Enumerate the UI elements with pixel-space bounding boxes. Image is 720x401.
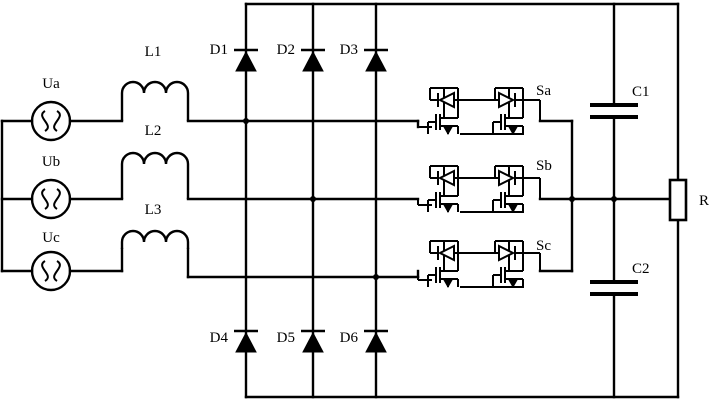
switch-sc: Sc	[417, 238, 551, 288]
coil-icon	[120, 229, 190, 249]
sine-wave-icon	[41, 188, 61, 210]
resistor-label: R	[699, 193, 709, 209]
diode-label: D2	[277, 42, 295, 58]
inductor-label: L3	[145, 202, 162, 218]
switch-right-icon	[492, 240, 524, 288]
diode-d5: D5	[277, 329, 325, 353]
inductor-l2: L2	[120, 123, 190, 199]
diode-icon	[302, 331, 324, 353]
diode-label: D6	[340, 330, 359, 346]
switch-label: Sc	[536, 238, 551, 254]
source-label: Uc	[42, 230, 60, 246]
switch-sb: Sb	[417, 158, 552, 213]
capacitor-label: C2	[632, 261, 650, 277]
capacitor-label: C1	[632, 84, 650, 100]
ac-source-c: Uc	[30, 230, 72, 292]
inductor-label: L1	[145, 44, 162, 60]
resistor-icon	[668, 178, 688, 222]
sine-wave-icon	[41, 110, 61, 132]
junction-dots	[243, 118, 617, 280]
diode-label: D3	[340, 42, 358, 58]
diode-d2: D2	[277, 42, 325, 72]
source-label: Ua	[42, 76, 60, 92]
diode-d1: D1	[210, 42, 258, 72]
load-resistor: R	[668, 178, 709, 222]
inductor-l3: L3	[120, 202, 190, 249]
switch-left-icon	[427, 240, 459, 288]
ac-source-b: Ub	[30, 154, 72, 220]
diode-icon	[302, 50, 324, 72]
inductor-label: L2	[145, 123, 162, 139]
switch-left-icon	[427, 87, 459, 135]
switch-right-icon	[492, 165, 524, 213]
capacitor-c2: C2	[590, 261, 650, 296]
source-label: Ub	[42, 154, 60, 170]
diode-icon	[365, 50, 387, 72]
inductor-l1: L1	[120, 44, 190, 121]
switch-right-icon	[492, 87, 524, 135]
diode-label: D5	[277, 330, 295, 346]
switch-left-icon	[427, 165, 459, 213]
coil-icon	[120, 151, 190, 199]
switch-sa: Sa	[418, 83, 551, 135]
diode-d3: D3	[340, 42, 388, 72]
diode-label: D1	[210, 42, 228, 58]
diode-icon	[235, 331, 257, 353]
diode-label: D4	[210, 330, 229, 346]
diode-d4: D4	[210, 329, 258, 353]
diode-d6: D6	[340, 329, 388, 353]
ac-source-a: Ua	[30, 76, 72, 142]
coil-icon	[120, 80, 190, 121]
diode-icon	[235, 50, 257, 72]
switch-label: Sb	[536, 158, 552, 174]
switch-label: Sa	[536, 83, 551, 99]
sine-wave-icon	[41, 260, 61, 282]
capacitor-c1: C1	[590, 84, 650, 119]
diode-icon	[365, 331, 387, 353]
